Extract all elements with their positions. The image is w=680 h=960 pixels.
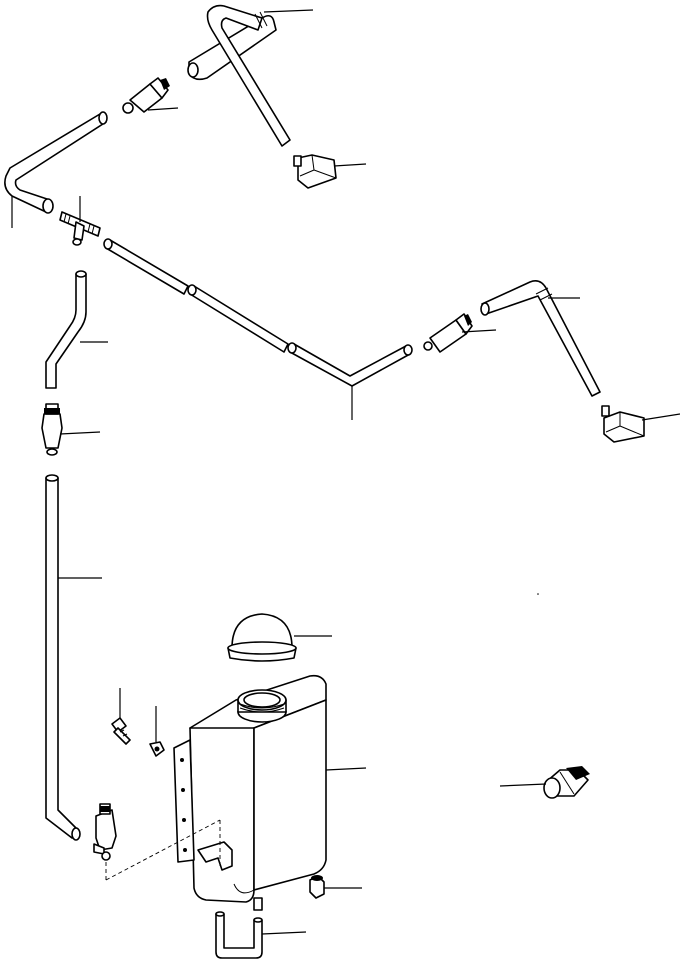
tee-joint: [59, 211, 101, 246]
leader-washer-tank: [325, 767, 367, 771]
washer-tank: [173, 674, 327, 911]
leader-nozzle-right: [641, 413, 680, 421]
tank-cap: [227, 613, 297, 662]
nozzle-top-right: [293, 154, 337, 189]
nozzle-top-left: [122, 77, 170, 114]
hose-upper-right-loop: [187, 4, 291, 147]
dashed-connection: [105, 819, 221, 881]
hose-short-curved: [45, 270, 87, 389]
hose-right-bent: [480, 280, 601, 397]
leader-nozzle-top-right: [333, 163, 367, 167]
nozzle-right: [601, 405, 645, 443]
hose-bent-left: [4, 111, 108, 214]
washer-motor: [93, 803, 117, 861]
leader-hose-upper-right-loop: [263, 9, 314, 13]
hose-long-right: [103, 238, 413, 387]
check-valve-lower: [41, 403, 63, 456]
stray-mark: [537, 593, 539, 595]
bolt: [111, 717, 131, 745]
leader-nozzle-top-left: [147, 107, 179, 111]
grommet: [309, 875, 325, 899]
leader-level-switch: [499, 783, 547, 787]
hose-u-bottom: [215, 911, 263, 959]
leader-check-valve-right: [461, 329, 497, 333]
washer: [149, 741, 165, 757]
level-switch: [543, 766, 590, 799]
leader-hose-u-bottom: [261, 931, 307, 935]
leader-check-valve-lower: [59, 431, 101, 435]
hose-vertical-long: [45, 474, 81, 841]
check-valve-right: [423, 313, 473, 353]
